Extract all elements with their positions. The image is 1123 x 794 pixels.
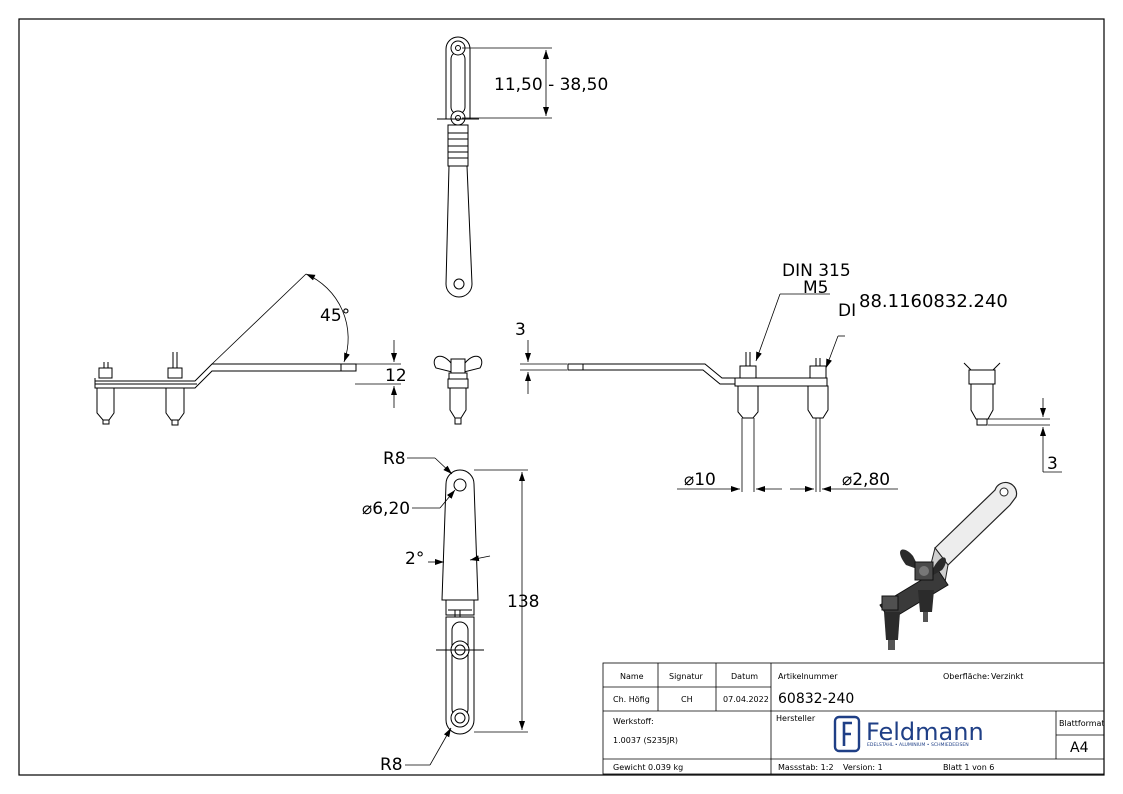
tb-name-value: Ch. Höfig — [613, 695, 650, 704]
drawing-frame — [18, 18, 1105, 776]
logo-name: Feldmann — [866, 718, 984, 746]
length-138-label: 138 — [507, 592, 539, 612]
hole-dia-label: ⌀6,20 — [362, 499, 410, 519]
tb-manufacturer-label: Hersteller — [776, 714, 816, 723]
angle-45-label: 45° — [320, 306, 350, 326]
tb-header-signature: Signatur — [669, 672, 704, 681]
din315-label: DIN 315 — [782, 261, 851, 281]
wing-nut-view — [433, 355, 483, 425]
top-view — [437, 36, 479, 298]
radius-bottom-label: R8 — [380, 755, 403, 775]
tb-surface-label: Oberfläche: — [943, 672, 990, 681]
radius-top-label: R8 — [383, 449, 406, 469]
din2-partial-label: DI — [838, 301, 856, 321]
tb-scale: Massstab: 1:2 — [778, 763, 834, 772]
part-number-overlay: 88.1160832.240 — [859, 291, 1008, 312]
side-view — [94, 352, 357, 426]
tb-surface-value: Verzinkt — [991, 672, 1023, 681]
tb-sheet-format: A4 — [1070, 740, 1089, 756]
bottom-view-dimensions — [405, 457, 528, 766]
tb-header-date: Datum — [731, 672, 758, 681]
top-view-dimension — [462, 47, 552, 119]
tb-date-value: 07.04.2022 — [723, 695, 769, 704]
right-view-dimensions — [520, 293, 898, 492]
detail-view-dimension — [988, 398, 1062, 473]
tb-article-number: 60832-240 — [778, 691, 854, 707]
isometric-render — [879, 481, 1018, 650]
side-view-dimensions — [211, 273, 401, 408]
din315-thread-label: M5 — [803, 278, 828, 298]
feldmann-logo: Feldmann EDELSTAHL • ALUMINIUM • SCHMIED… — [833, 715, 984, 753]
tb-weight: Gewicht 0.039 kg — [613, 763, 683, 772]
tb-sheet: Blatt 1 von 6 — [943, 763, 994, 772]
taper-angle-label: 2° — [405, 549, 424, 569]
dia-2-80-label: ⌀2,80 — [842, 470, 890, 490]
dim-range-label: 11,50 - 38,50 — [494, 75, 608, 95]
tb-signature-value: CH — [681, 695, 693, 704]
logo-tagline: EDELSTAHL • ALUMINIUM • SCHMIEDEEISEN — [867, 742, 969, 748]
right-view — [567, 352, 829, 419]
detail-view — [963, 362, 1001, 426]
tb-article-label: Artikelnummer — [778, 672, 838, 681]
bottom-view — [436, 469, 484, 735]
gap-3-label: 3 — [515, 320, 526, 340]
tb-header-name: Name — [620, 672, 644, 681]
title-block — [602, 662, 1105, 775]
detail-dim-3-label: 3 — [1047, 454, 1058, 474]
tb-material-value: 1.0037 (S235JR) — [613, 736, 678, 745]
dia-10-label: ⌀10 — [684, 470, 716, 490]
thickness-12-label: 12 — [385, 366, 407, 386]
tb-sheet-format-label: Blattformat — [1059, 719, 1105, 728]
tb-version: Version: 1 — [843, 763, 883, 772]
tb-material-label: Werkstoff: — [613, 717, 654, 726]
